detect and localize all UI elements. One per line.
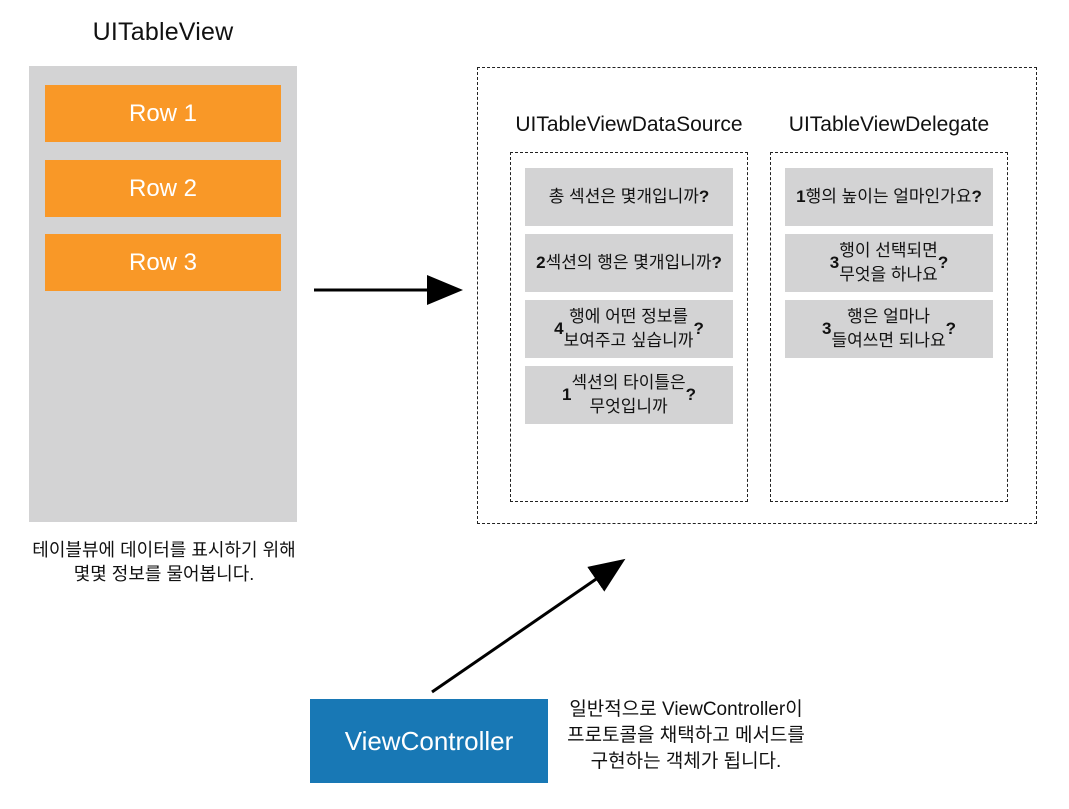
tableview-panel: Row 1 Row 2 Row 3 [29, 66, 297, 522]
protocols-container [477, 67, 1037, 524]
viewcontroller-box: ViewController [310, 699, 548, 783]
tableview-row-3: Row 3 [45, 234, 281, 291]
datasource-title: UITableViewDataSource [515, 113, 743, 136]
delegate-title: UITableViewDelegate [788, 113, 990, 136]
arrow-tableview-to-protocols [314, 275, 463, 305]
tableview-row-1: Row 1 [45, 85, 281, 142]
tableview-row-2: Row 2 [45, 160, 281, 217]
tableview-caption: 테이블뷰에 데이터를 표시하기 위해 몇몇 정보를 물어봅니다. [32, 540, 296, 584]
arrow-viewcontroller-to-protocols [431, 558, 626, 694]
tableview-title: UITableView [92, 18, 234, 46]
viewcontroller-caption: 일반적으로 ViewController이 프로토콜을 채택하고 메서드를 구현… [567, 699, 805, 772]
datasource-item: 총 섹션은 몇개입니까? [525, 168, 733, 226]
